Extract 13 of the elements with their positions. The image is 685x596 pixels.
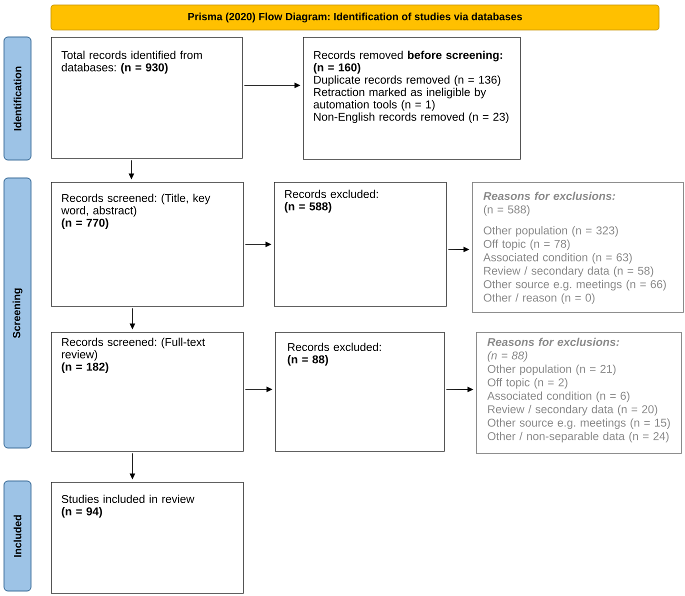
process-box: Records screened: (Title, key word, abstract) (n = 770) [51,182,244,307]
process-box: Records screened: (Full-text review) (n = 182) [51,332,244,452]
process-box: Reasons for exclusions: (n = 88) Other population (n = 21) Off topic (n = 2) Associated condition (n = 6) Review / secondary data (n = 20) Other source e.g. meetings (n = 15) Other / non-separable data (n = 24) [476,332,682,454]
process-box: Total records identified from databases: (n = 930) [51,37,243,159]
process-box: Records excluded: (n = 88) [275,332,445,452]
process-box: Studies included in review (n = 94) [51,482,244,594]
process-box: Records excluded: (n = 588) [274,182,447,307]
phase-band: Screening [4,178,32,448]
phase-band: Identification [4,36,32,160]
process-box: Reasons for exclusions: (n = 588) Other population (n = 323) Off topic (n = 78) Associated condition (n = 63) Review / secondary data (n = 58) Other source e.g. meetings (n = 66) Other / reason (n = 0) [472,182,684,313]
title-banner: Prisma (2020) Flow Diagram: Identification of studies via databases [50,4,660,30]
phase-band: Included [4,480,32,592]
process-box: Records removed before screening: (n = 160) Duplicate records removed (n = 136) Retraction marked as ineligible by automation tools (n = 1) Non-English records removed (n = 23) [303,37,521,160]
